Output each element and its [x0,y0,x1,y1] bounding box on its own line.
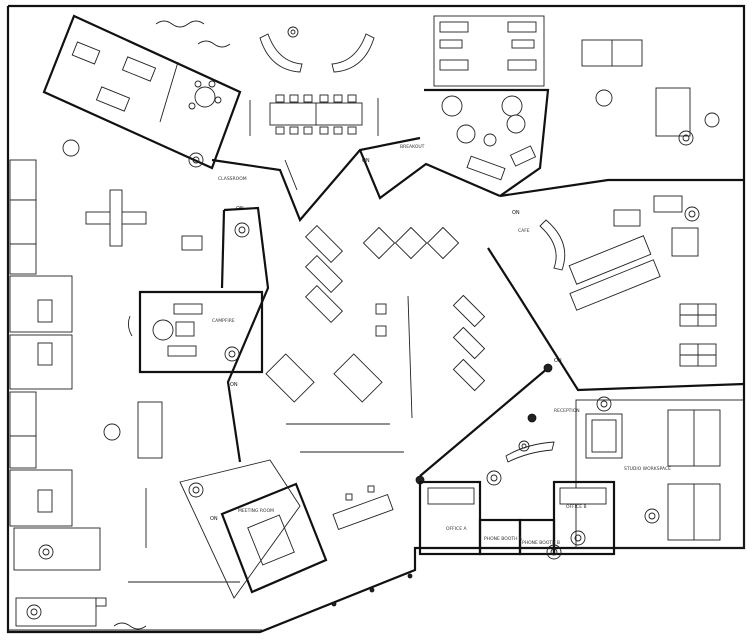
accessibility-icon [596,396,612,412]
accessibility-icon [38,544,54,560]
accessibility-icon [546,544,562,560]
studio-label: STUDIO WORKSPACE [624,466,671,472]
accessibility-icon [234,222,250,238]
campfire-label: CAMPFIRE [212,318,235,324]
reception: RECEPTION [415,363,580,485]
top-lounge [433,15,545,87]
top-right-workstations [581,39,720,137]
breakout: BREAKOUT [400,95,537,181]
game-tables [679,303,717,367]
studio-workspace: STUDIO WORKSPACE [575,399,745,549]
door-label: ON [554,358,562,364]
meeting-room: MEETING ROOM [179,459,328,599]
accessibility-icon [188,152,204,168]
accessibility-icon [644,508,660,524]
door-label: ON [236,206,244,212]
lounge-seating [259,26,375,73]
classroom: CLASSROOM [42,14,247,182]
left-workstations [9,159,101,627]
interior-walls [211,88,745,477]
reception-label: RECEPTION [554,408,580,414]
accessibility-icon [26,604,42,620]
door-label: ON [230,382,238,388]
meeting-label: MEETING ROOM [238,508,274,514]
breakout-label: BREAKOUT [400,144,425,150]
accessibility-icon [188,482,204,498]
conference-area [249,94,379,136]
central-desks [265,224,486,453]
exterior-marks [95,573,413,607]
accessibility-icon [684,206,700,222]
accessibility-icon [486,470,502,486]
cafe: CAFE [518,195,699,311]
cafe-label: CAFE [518,228,530,234]
accessibility-icon [570,530,586,546]
office-b-label: OFFICE B [566,504,587,510]
door-label: ON [362,158,370,164]
door-label: ON [512,210,520,216]
classroom-label: CLASSROOM [218,176,247,182]
offices: OFFICE A OFFICE B PHONE BOOTH A PHONE BO… [418,480,616,556]
exterior-walls [6,4,746,634]
door-labels: ON ON ON ON ON ON [210,158,562,522]
spiral-sculpture-icon [287,26,299,38]
door-label: ON [210,516,218,522]
phone-b-label: PHONE BOOTH B [522,540,560,546]
spiral-sculpture-icon [518,440,530,452]
campfire: CAMPFIRE [127,290,264,374]
lower-furniture [128,485,394,583]
phone-a-label: PHONE BOOTH A [484,536,523,542]
left-cluster [62,139,203,459]
accessibility-icons [26,130,700,620]
wavy-partitions [113,20,231,630]
accessibility-icon [224,346,240,362]
office-a-label: OFFICE A [446,526,467,532]
accessibility-icon [678,130,694,146]
